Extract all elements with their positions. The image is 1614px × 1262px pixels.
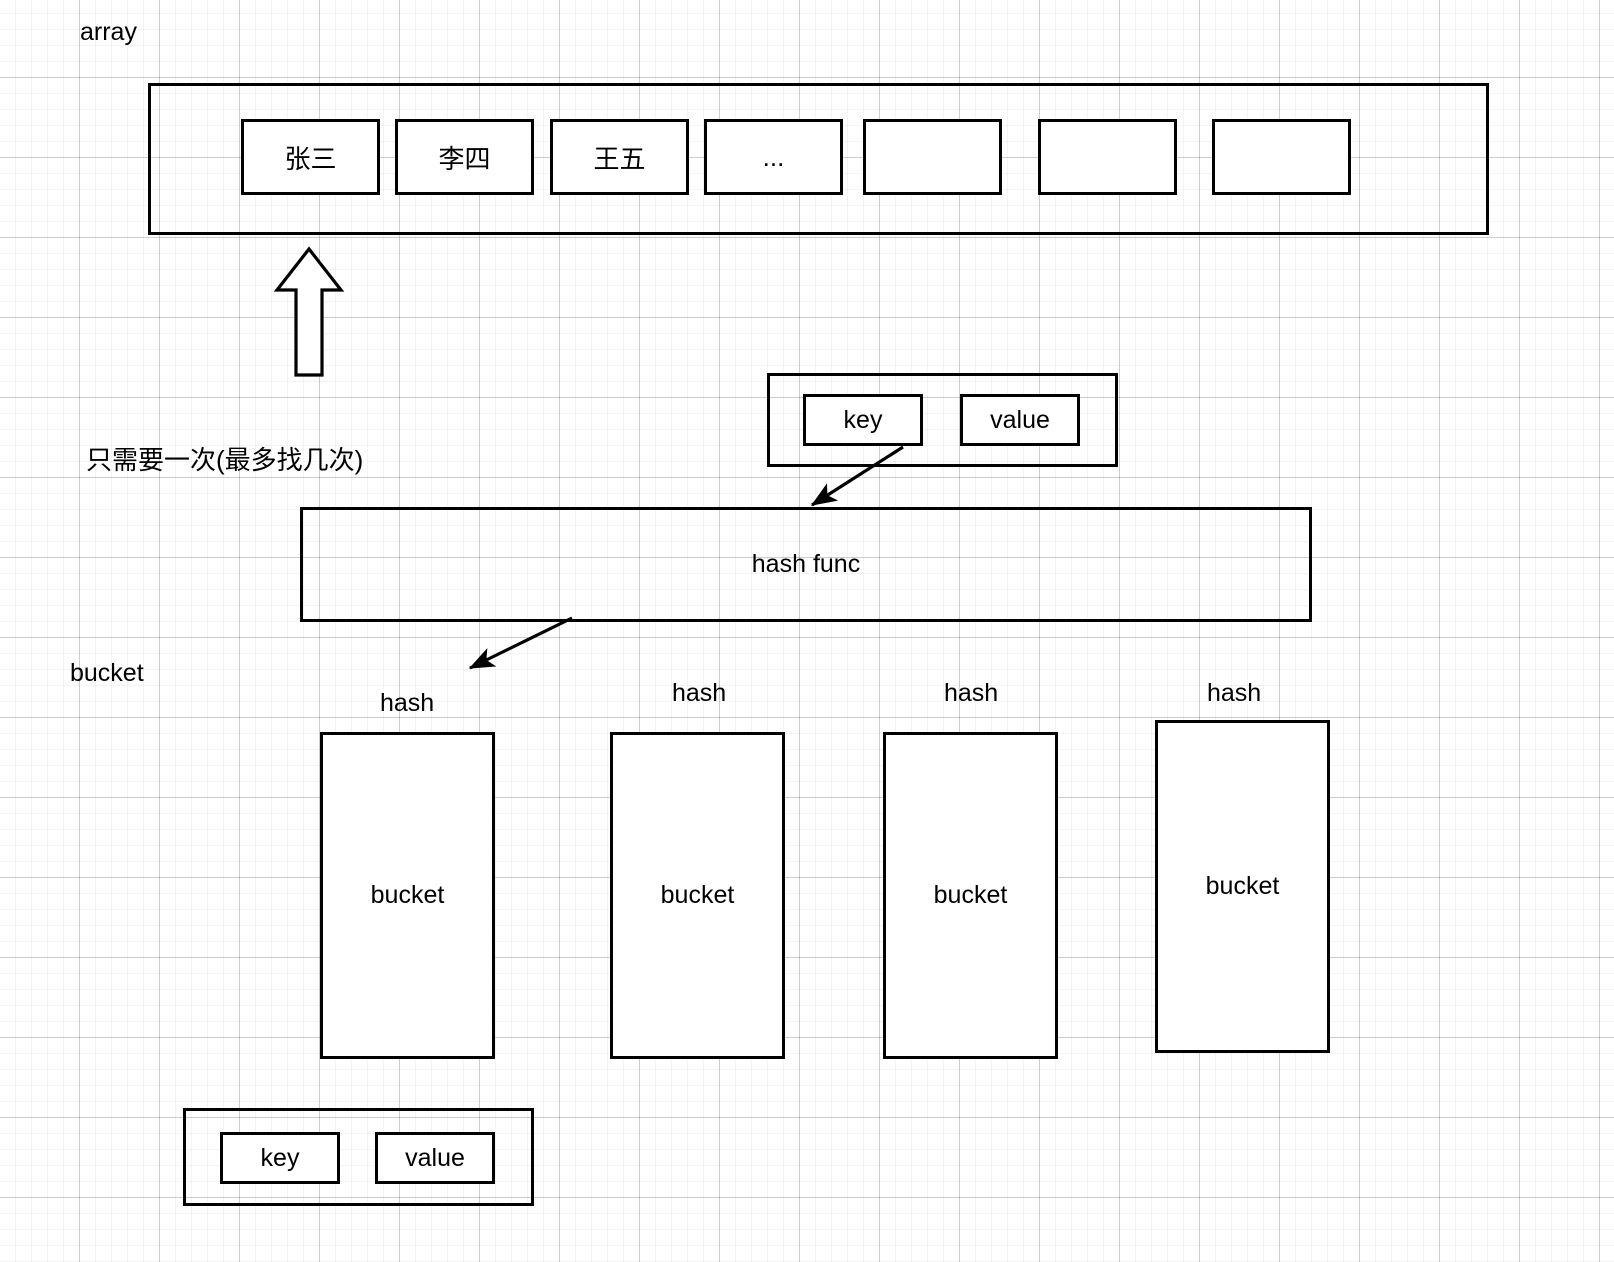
entry-key-label: key: [843, 405, 883, 434]
array-cell-5[interactable]: [1038, 119, 1177, 195]
array-cell-6[interactable]: [1212, 119, 1351, 195]
entry-key-box-top[interactable]: key: [803, 394, 923, 446]
bucket-hash-label-2: hash: [944, 679, 999, 707]
array-cell-label: ...: [762, 141, 785, 172]
bucket-column-2[interactable]: bucket: [883, 732, 1058, 1059]
array-cell-3[interactable]: ...: [704, 119, 843, 195]
bucket-column-3[interactable]: bucket: [1155, 720, 1330, 1053]
bucket-label: bucket: [660, 881, 735, 909]
bucket-column-1[interactable]: bucket: [610, 732, 785, 1059]
array-container: [148, 83, 1489, 235]
entry-container-top: [767, 373, 1118, 467]
bucket-label: bucket: [1205, 872, 1280, 900]
entry-value-label: value: [405, 1143, 465, 1172]
array-cell-label: 张三: [284, 143, 337, 174]
entry-value-box-bottom[interactable]: value: [375, 1132, 495, 1184]
lookup-note-label: 只需要一次(最多找几次): [86, 445, 364, 475]
bucket-label: bucket: [933, 881, 1008, 909]
bucket-side-label: bucket: [70, 659, 144, 687]
entry-key-box-bottom[interactable]: key: [220, 1132, 340, 1184]
array-cell-label: 李四: [438, 143, 491, 174]
entry-key-label: key: [260, 1143, 300, 1172]
hashfunc-to-bucket-arrow: [468, 616, 573, 670]
entry-value-label: value: [990, 405, 1050, 434]
entry-container-bottom: [183, 1108, 534, 1206]
hash-func-label: hash func: [751, 550, 861, 578]
array-cell-label: 王五: [593, 143, 646, 174]
array-cell-0[interactable]: 张三: [241, 119, 380, 195]
array-cell-1[interactable]: 李四: [395, 119, 534, 195]
array-cell-2[interactable]: 王五: [550, 119, 689, 195]
bucket-hash-label-3: hash: [1207, 679, 1262, 707]
hash-func-box[interactable]: hash func: [300, 507, 1312, 622]
bucket-label: bucket: [370, 881, 445, 909]
bucket-hash-label-0: hash: [380, 689, 435, 717]
array-cell-4[interactable]: [863, 119, 1002, 195]
entry-value-box-top[interactable]: value: [960, 394, 1080, 446]
bucket-column-0[interactable]: bucket: [320, 732, 495, 1059]
array-up-block-arrow: [273, 246, 345, 377]
array-label: array: [80, 18, 137, 46]
bucket-hash-label-1: hash: [672, 679, 727, 707]
